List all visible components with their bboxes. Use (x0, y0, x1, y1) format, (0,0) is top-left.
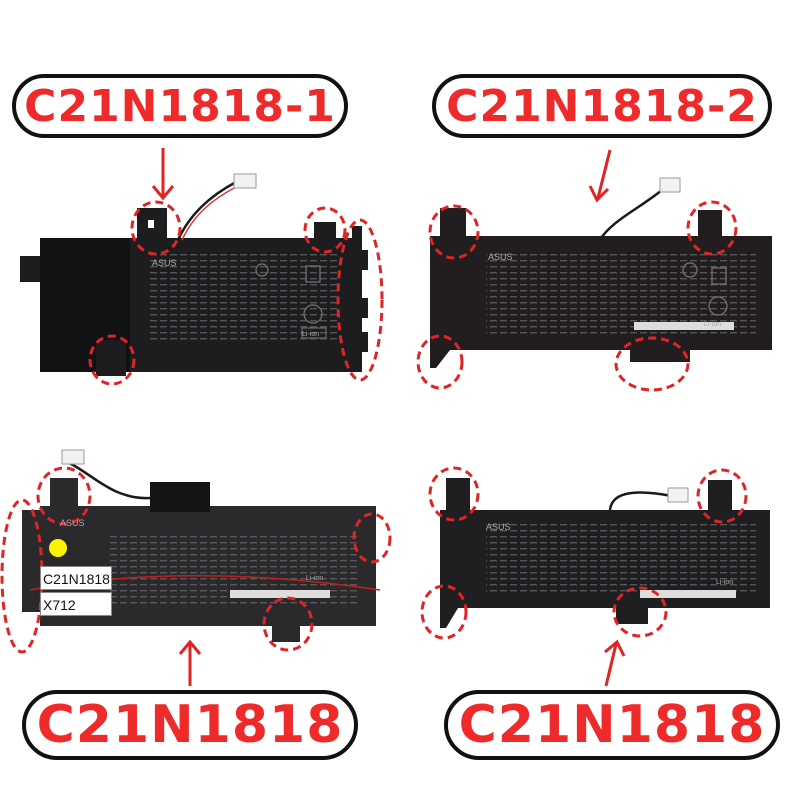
arrow-down-icon (151, 148, 175, 201)
sticker-model: C21N1818 (40, 566, 112, 590)
arrow-up-icon (604, 639, 626, 687)
cell-type-label: Li-ion (704, 321, 721, 328)
brand-logo: ASUS (60, 518, 85, 528)
cell-type-label: Li-ion (302, 331, 319, 338)
battery-c21n1818-2 (430, 177, 772, 368)
label-top-left: C21N1818-1 (12, 74, 348, 138)
brand-logo: ASUS (486, 522, 511, 532)
label-text: C21N1818-2 (446, 80, 758, 132)
label-text: C21N1818 (36, 695, 344, 755)
arrow-down-icon (588, 149, 612, 203)
battery-c21n1818-1 (20, 173, 368, 376)
label-text: C21N1818 (458, 695, 766, 755)
sticker-code: X712 (40, 592, 112, 616)
brand-logo: ASUS (152, 258, 177, 268)
cell-type-label: Li-ion (306, 575, 323, 582)
label-bottom-left: C21N1818 (22, 690, 358, 760)
highlight-circles-1 (88, 200, 384, 386)
label-top-right: C21N1818-2 (432, 74, 772, 138)
highlight-circles-4 (420, 466, 748, 640)
cell-type-label: Li-ion (716, 579, 733, 586)
arrow-up-icon (178, 639, 202, 686)
highlight-circles-2 (416, 200, 738, 392)
battery-c21n1818-alt (440, 478, 770, 628)
label-text: C21N1818-1 (24, 80, 336, 132)
label-bottom-right: C21N1818 (444, 690, 780, 760)
brand-logo: ASUS (488, 252, 513, 262)
